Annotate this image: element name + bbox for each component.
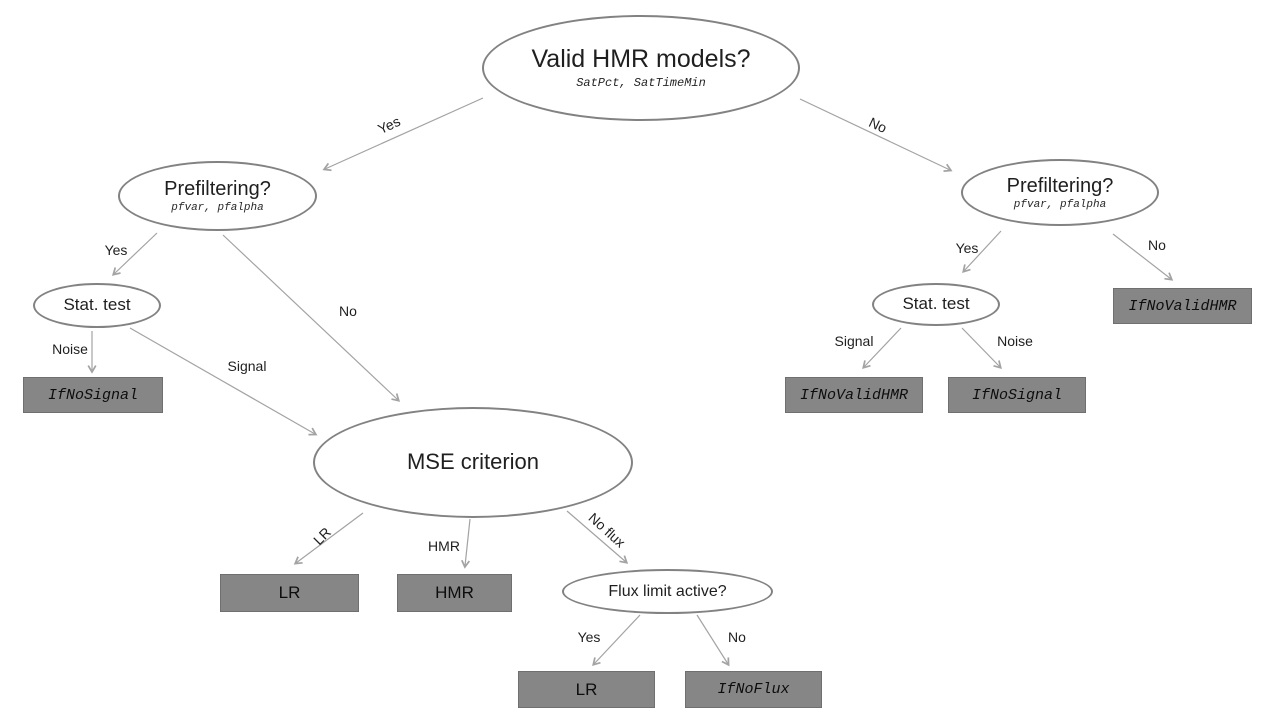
edge-flux-no-to-ifnoflux <box>696 614 730 667</box>
edge-root-yes-to-prefilter-left <box>322 97 484 172</box>
edge-label-stat-right-noise: Noise <box>997 333 1033 349</box>
node-valid-hmr-models-params: SatPct, SatTimeMin <box>576 75 706 90</box>
node-valid-hmr-models: Valid HMR models? SatPct, SatTimeMin <box>482 15 800 121</box>
edge-label-prefilter-left-no: No <box>339 303 357 319</box>
edge-label-flux-no: No <box>728 629 746 645</box>
edge-prefilter-right-yes-to-stat <box>962 230 1002 274</box>
edge-label-mse-hmr: HMR <box>428 538 460 554</box>
node-flux-limit-active-title: Flux limit active? <box>608 582 727 600</box>
node-stat-test-left: Stat. test <box>33 283 161 328</box>
node-prefiltering-right: Prefiltering? pfvar, pfalpha <box>961 159 1159 226</box>
outcome-box-ifnosignal-right: IfNoSignal <box>948 377 1086 413</box>
node-stat-test-right-title: Stat. test <box>902 294 970 314</box>
edge-prefilter-left-yes-to-stat <box>111 232 158 276</box>
edge-stat-left-signal-to-mse <box>129 327 318 436</box>
outcome-box-ifnoflux: IfNoFlux <box>685 671 822 708</box>
node-prefiltering-left-title: Prefiltering? <box>164 178 271 200</box>
edge-label-prefilter-left-yes: Yes <box>104 242 128 258</box>
outcome-box-ifnovalidhmr-upper: IfNoValidHMR <box>1113 288 1252 324</box>
edge-flux-yes-to-lr <box>592 614 641 667</box>
node-mse-criterion-title: MSE criterion <box>406 449 540 475</box>
node-prefiltering-right-title: Prefiltering? <box>1006 174 1114 197</box>
node-stat-test-right: Stat. test <box>872 283 1000 326</box>
edge-mse-lr-to-box <box>293 512 364 565</box>
edge-label-flux-yes: Yes <box>577 629 601 645</box>
node-stat-test-left-title: Stat. test <box>63 295 131 315</box>
edge-prefilter-left-no-to-mse <box>222 234 401 402</box>
node-valid-hmr-models-title: Valid HMR models? <box>531 45 751 74</box>
node-mse-criterion: MSE criterion <box>313 407 633 518</box>
node-prefiltering-left: Prefiltering? pfvar, pfalpha <box>118 161 317 231</box>
outcome-box-lr-bottom: LR <box>518 671 655 708</box>
edge-root-no-to-prefilter-right <box>799 98 953 172</box>
node-prefiltering-right-params: pfvar, pfalpha <box>1013 198 1107 211</box>
edge-stat-right-signal-to-box <box>862 327 902 370</box>
node-flux-limit-active: Flux limit active? <box>562 569 773 614</box>
edge-label-prefilter-right-yes: Yes <box>955 240 979 256</box>
outcome-box-ifnosignal-left: IfNoSignal <box>23 377 163 413</box>
edge-mse-noflux-to-flux <box>566 510 629 564</box>
node-prefiltering-left-params: pfvar, pfalpha <box>171 202 264 214</box>
outcome-box-ifnovalidhmr-lower: IfNoValidHMR <box>785 377 923 413</box>
outcome-box-hmr: HMR <box>397 574 512 612</box>
edge-prefilter-right-no-to-box <box>1112 233 1174 281</box>
edge-label-stat-right-signal: Signal <box>834 333 874 349</box>
edge-label-stat-left-signal: Signal <box>227 358 267 374</box>
outcome-box-lr-mid: LR <box>220 574 359 612</box>
edge-stat-right-noise-to-box <box>961 327 1002 370</box>
edge-mse-hmr-to-box <box>461 518 471 569</box>
edge-label-stat-left-noise: Noise <box>52 341 88 357</box>
edge-label-prefilter-right-no: No <box>1148 237 1166 253</box>
